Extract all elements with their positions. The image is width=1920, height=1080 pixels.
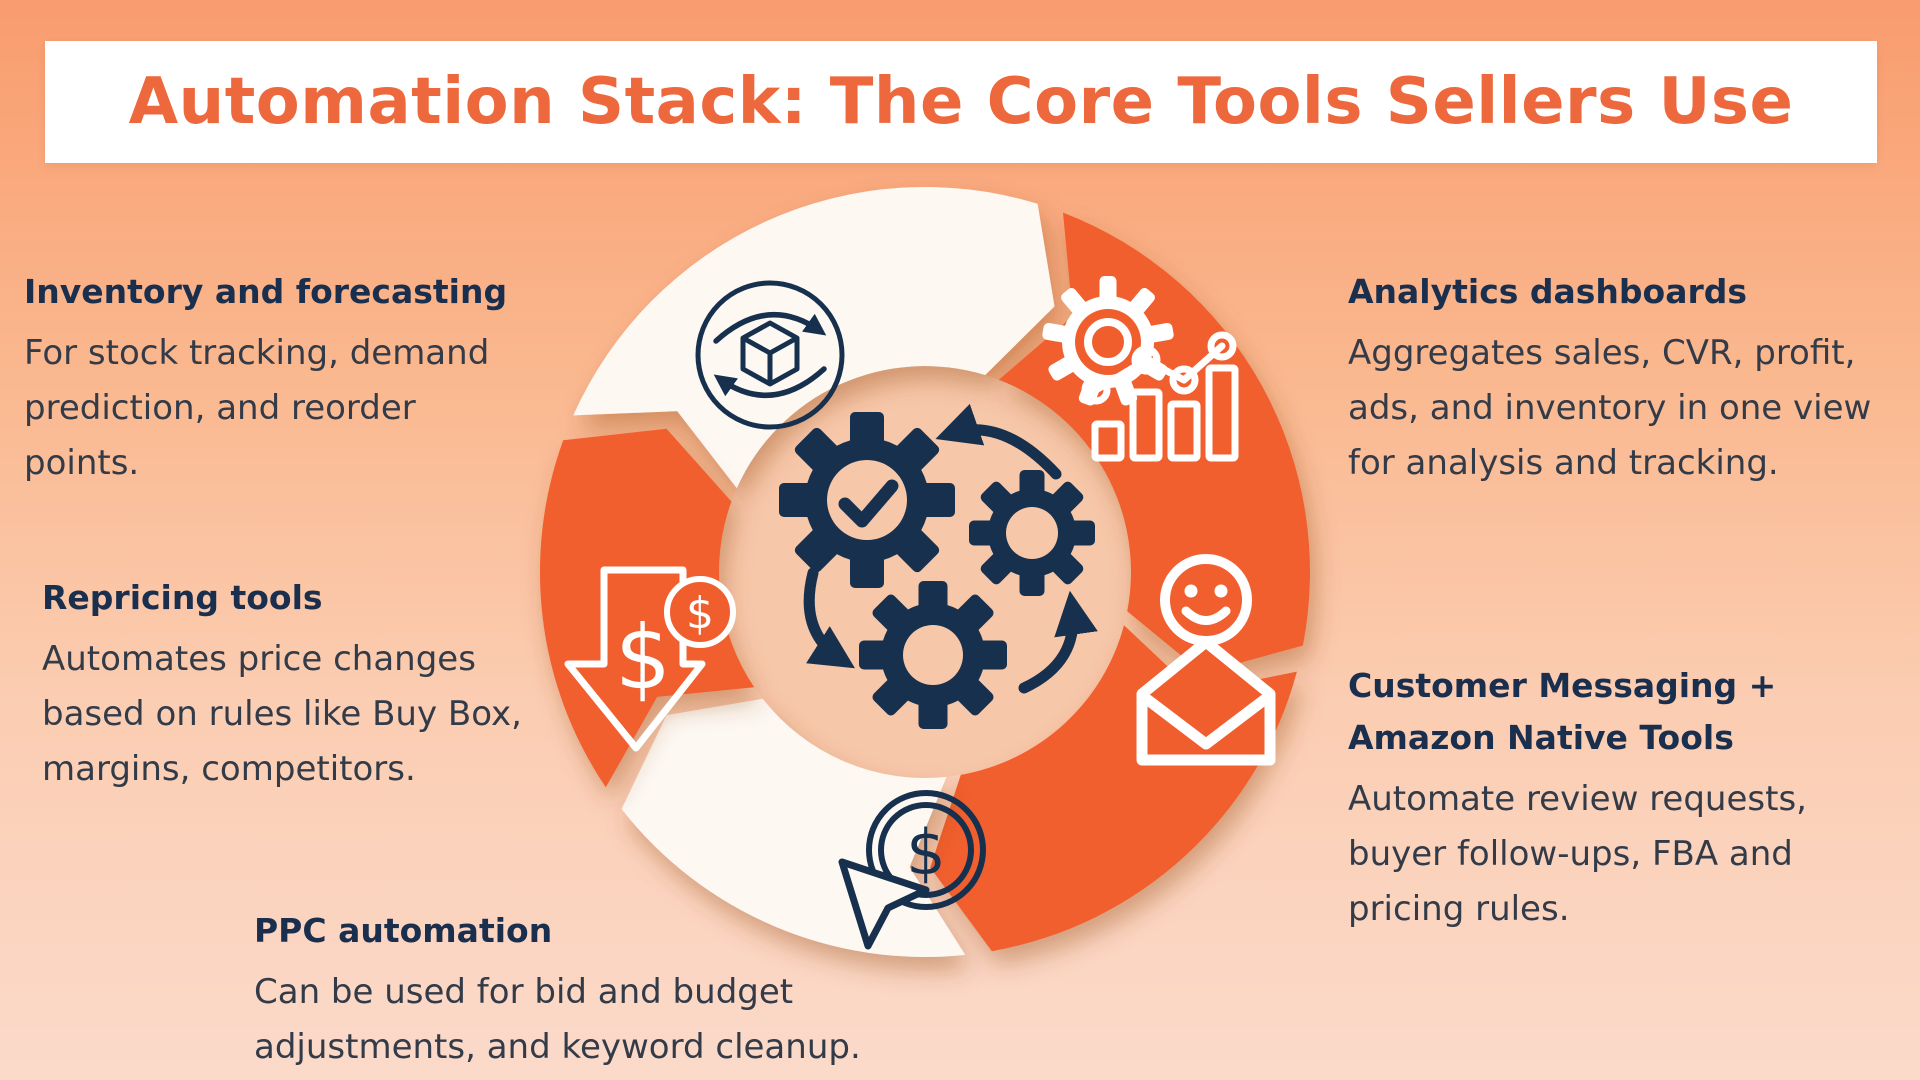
cursor-pointer-icon	[838, 858, 930, 950]
gear-bodies	[779, 412, 1095, 729]
cycle-arrow-right	[1018, 590, 1098, 694]
coin-circle	[664, 576, 736, 648]
repricing-heading: Repricing tools	[42, 578, 323, 617]
checkmark-icon	[838, 479, 899, 528]
analytics-heading: Analytics dashboards	[1348, 272, 1748, 311]
cursor-coin-icon: $	[838, 790, 986, 950]
sync-outer-circle	[695, 280, 845, 430]
repricing-body: Automates price changes based on rules l…	[42, 639, 522, 789]
envelope-flap	[1142, 694, 1270, 750]
messaging-heading: Customer Messaging + Amazon Native Tools	[1348, 666, 1777, 757]
cycle-arrow-top	[935, 403, 1062, 480]
price-drop-arrow-icon: $ $	[564, 566, 736, 752]
trend-node	[1081, 375, 1111, 405]
ppc-body: Can be used for bid and budget adjustmen…	[254, 972, 861, 1067]
gears-cycle-icon	[779, 403, 1098, 729]
sync-arrow-top	[713, 312, 827, 344]
bar-3	[1167, 400, 1201, 462]
text-block-ppc: PPC automation Can be used for bid and b…	[254, 905, 954, 1075]
ring-segment-inventory-sync	[573, 186, 1055, 489]
trend-line	[1092, 342, 1226, 394]
text-block-analytics: Analytics dashboards Aggregates sales, C…	[1348, 266, 1920, 491]
text-block-messaging: Customer Messaging + Amazon Native Tools…	[1348, 660, 1920, 937]
ppc-heading: PPC automation	[254, 911, 553, 950]
coin-outer	[866, 790, 986, 910]
page-title: Automation Stack: The Core Tools Sellers…	[128, 65, 1794, 139]
analytics-chart-icon	[1042, 276, 1239, 462]
bar-4	[1205, 364, 1239, 462]
trend-node	[1207, 331, 1237, 361]
text-block-repricing: Repricing tools Automates price changes …	[42, 572, 602, 797]
analytics-body: Aggregates sales, CVR, profit, ads, and …	[1348, 333, 1872, 483]
smiley-smile	[1181, 606, 1231, 625]
analytics-gear-hub	[1084, 318, 1132, 366]
coin-dollar-sign: $	[686, 588, 714, 639]
gear-check	[779, 412, 955, 588]
text-block-inventory: Inventory and forecasting For stock trac…	[24, 266, 564, 491]
sync-box-icon	[695, 280, 845, 430]
inventory-body: For stock tracking, demand prediction, a…	[24, 333, 490, 483]
sync-arrow-bottom	[713, 366, 827, 398]
trend-node	[1169, 365, 1199, 395]
inventory-heading: Inventory and forecasting	[24, 272, 508, 311]
title-banner: Automation Stack: The Core Tools Sellers…	[45, 41, 1877, 163]
dollar-sign: $	[615, 606, 671, 709]
bar-1	[1091, 420, 1125, 462]
messaging-body: Automate review requests, buyer follow-u…	[1348, 779, 1807, 929]
down-arrow-outline	[564, 566, 706, 752]
envelope-body	[1136, 636, 1276, 766]
coin-inner	[878, 802, 974, 898]
coin-dollar: $	[906, 816, 945, 889]
box-icon	[740, 320, 800, 387]
smiley-eye-left	[1184, 584, 1198, 598]
gear-small	[969, 470, 1095, 596]
bar-2	[1129, 388, 1163, 462]
envelope-smiley-icon	[1136, 554, 1276, 766]
gear-bottom	[859, 581, 1007, 729]
cycle-arrow-left	[803, 567, 855, 669]
smiley-eye-right	[1214, 584, 1228, 598]
trend-node	[1131, 345, 1161, 375]
